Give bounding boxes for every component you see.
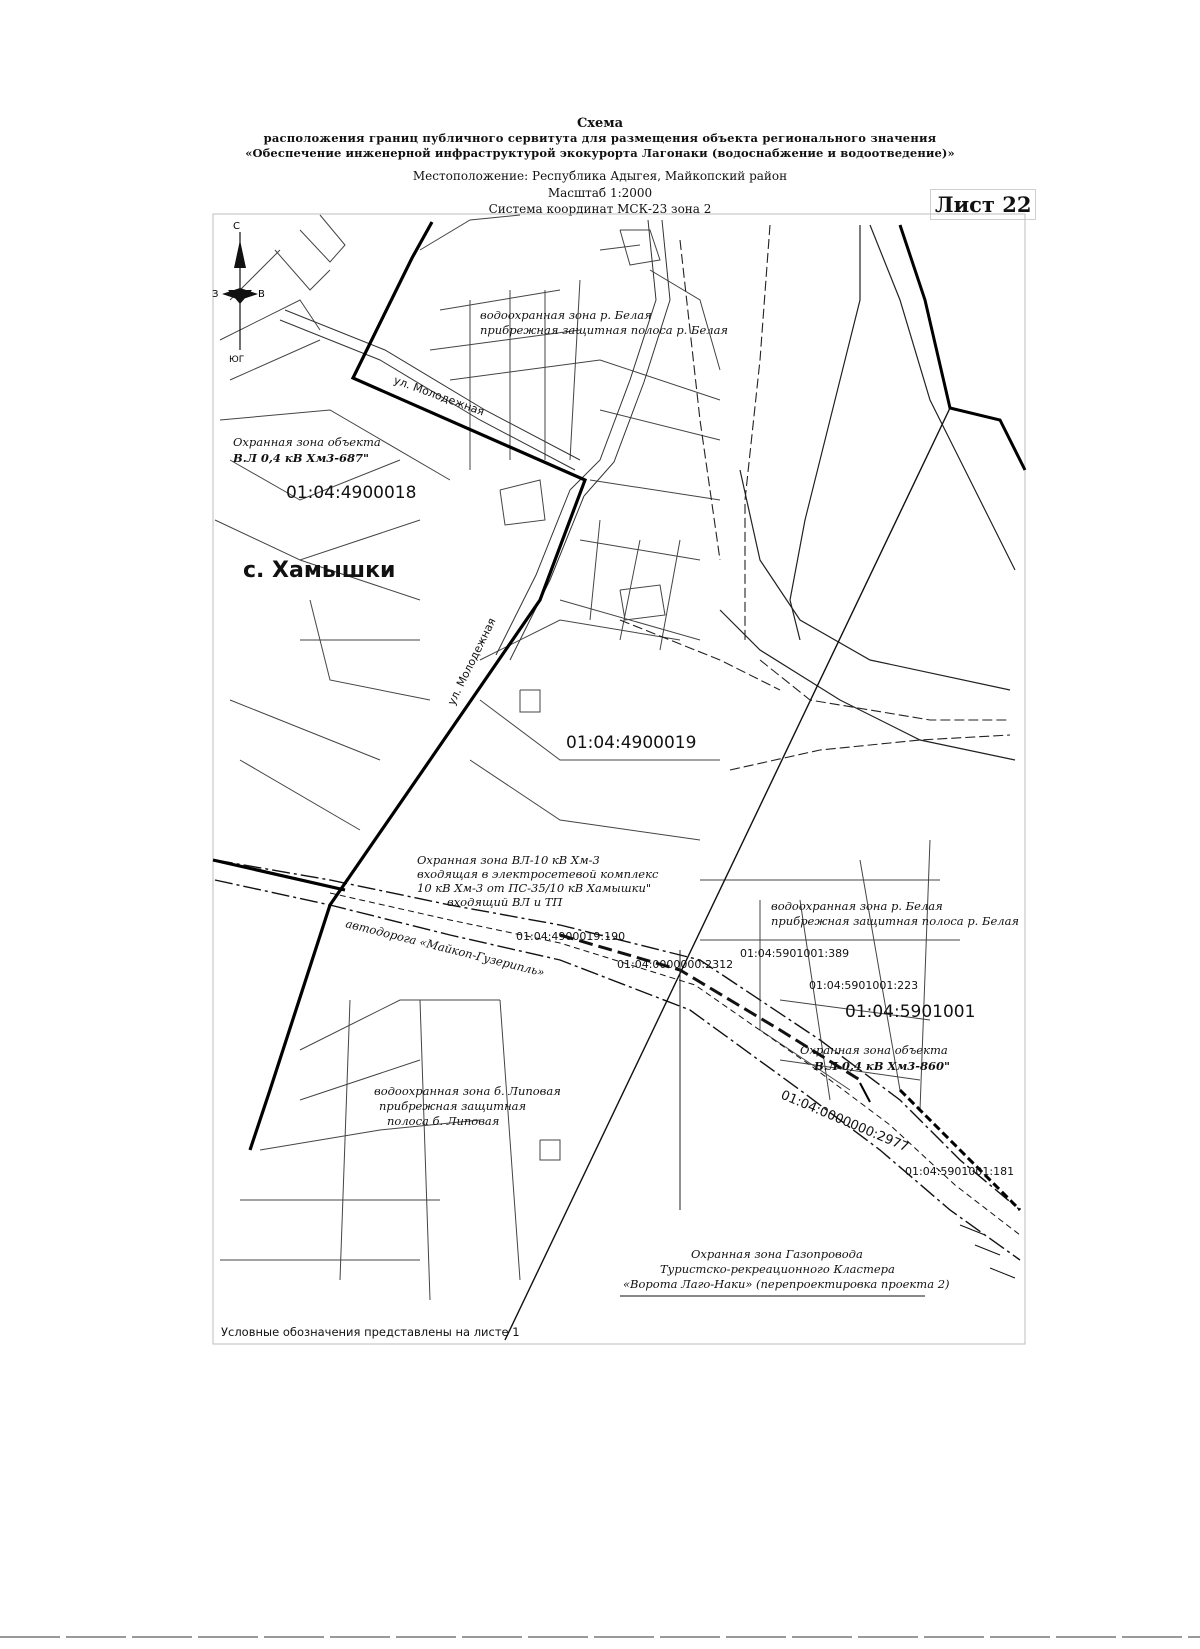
street-corridor — [279, 219, 671, 661]
cadastral-quarter-19: 01:04:4900019 — [566, 733, 696, 753]
compass-west: З — [212, 289, 218, 300]
servitude-boundary-east — [898, 1088, 1022, 1212]
water-zone-belaya-top-1: водоохранная зона р. Белая — [480, 308, 652, 322]
protect-zone-vl10-2: входящая в электросетевой комплекс — [417, 867, 659, 881]
protect-zone-cluster-3: «Ворота Лаго-Наки» (перепроектировка про… — [623, 1277, 950, 1291]
water-zone-boundaries — [619, 224, 1011, 771]
cadastral-parcel-389: 01:04:5901001:389 — [740, 947, 849, 960]
compass-north: С — [233, 221, 240, 232]
river-bank-bold — [898, 224, 1027, 471]
water-zone-belaya-top-2: прибрежная защитная полоса р. Белая — [480, 323, 728, 337]
settlement-label: с. Хамышки — [243, 558, 395, 583]
river-contours — [719, 224, 1016, 761]
compass-east: В — [258, 289, 265, 300]
highway-road — [214, 859, 1021, 1261]
water-zone-belaya-right-2: прибрежная защитная полоса р. Белая — [771, 914, 1019, 928]
protect-zone-cluster-1: Охранная зона Газопровода — [691, 1247, 863, 1261]
cadastral-parcel-190: 01:04:4900019:190 — [516, 930, 625, 943]
map-location: Местоположение: Республика Адыгея, Майко… — [412, 169, 788, 183]
servitude-boundary — [248, 221, 588, 1151]
protect-zone-687-1: Охранная зона объекта — [233, 435, 381, 449]
legend-note: Условные обозначения представлены на лис… — [221, 1325, 520, 1339]
map-subtitle-2: «Обеспечение инженерной инфраструктурой … — [245, 146, 955, 160]
road-hatch — [959, 1224, 1016, 1279]
cadastral-quarter-5901001: 01:04:5901001 — [845, 1002, 975, 1022]
map-subtitle-1: расположения границ публичного сервитута… — [263, 131, 937, 145]
map-crs: Система координат МСК-23 зона 2 — [488, 202, 712, 216]
protect-zone-vl10-1: Охранная зона ВЛ-10 кВ Хм-3 — [417, 853, 600, 867]
water-zone-lipovaya-2: прибрежная защитная — [379, 1099, 526, 1113]
water-zone-lipovaya-1: водоохранная зона б. Липовая — [374, 1084, 561, 1098]
cadastral-parcel-181: 01:04:5901001:181 — [905, 1165, 1014, 1178]
cadastral-parcel-2977: 01:04:0000000:2977 — [778, 1088, 910, 1155]
water-zone-belaya-right-1: водоохранная зона р. Белая — [771, 899, 943, 913]
cadastral-quarter-18: 01:04:4900018 — [286, 483, 416, 503]
compass-rose: С ЮГ В З — [212, 221, 265, 365]
protect-zone-vl10-4: входящий ВЛ и ТП — [447, 895, 563, 909]
road-label: автодорога «Майкоп-Гузерипль» — [344, 916, 546, 979]
protect-zone-cluster-2: Туристско-рекреационного Кластера — [660, 1262, 895, 1276]
compass-south: ЮГ — [229, 355, 244, 365]
map-scale: Масштаб 1:2000 — [547, 186, 653, 200]
protect-zone-vl10-3: 10 кВ Хм-3 от ПС-35/10 кВ Хамышки" — [417, 881, 651, 895]
map-title: Схема — [576, 116, 624, 131]
water-zone-lipovaya-3: полоса б. Липовая — [387, 1114, 499, 1128]
parcel-boundaries — [214, 214, 960, 1301]
protect-zone-860-2: В.Л 0,4 кВ Хм3-860" — [813, 1059, 950, 1073]
power-line — [504, 407, 951, 1341]
north-arrow-icon — [234, 240, 246, 268]
cadastral-parcel-223: 01:04:5901001:223 — [809, 979, 918, 992]
street-label-2: ул. Молодежная — [445, 616, 498, 707]
servitude-boundary-west — [212, 858, 346, 892]
street-label-1: ул. Молодежная — [392, 374, 486, 419]
protect-zone-860-1: Охранная зона объекта — [800, 1043, 948, 1057]
sheet-number: Лист 22 — [930, 189, 1037, 220]
servitude-tick — [859, 1082, 871, 1103]
protect-zone-687-2: В.Л 0,4 кВ Хм3-687" — [232, 451, 369, 465]
cadastral-parcel-2312: 01:04:0000000:2312 — [617, 958, 733, 971]
map-frame — [212, 213, 1026, 1345]
